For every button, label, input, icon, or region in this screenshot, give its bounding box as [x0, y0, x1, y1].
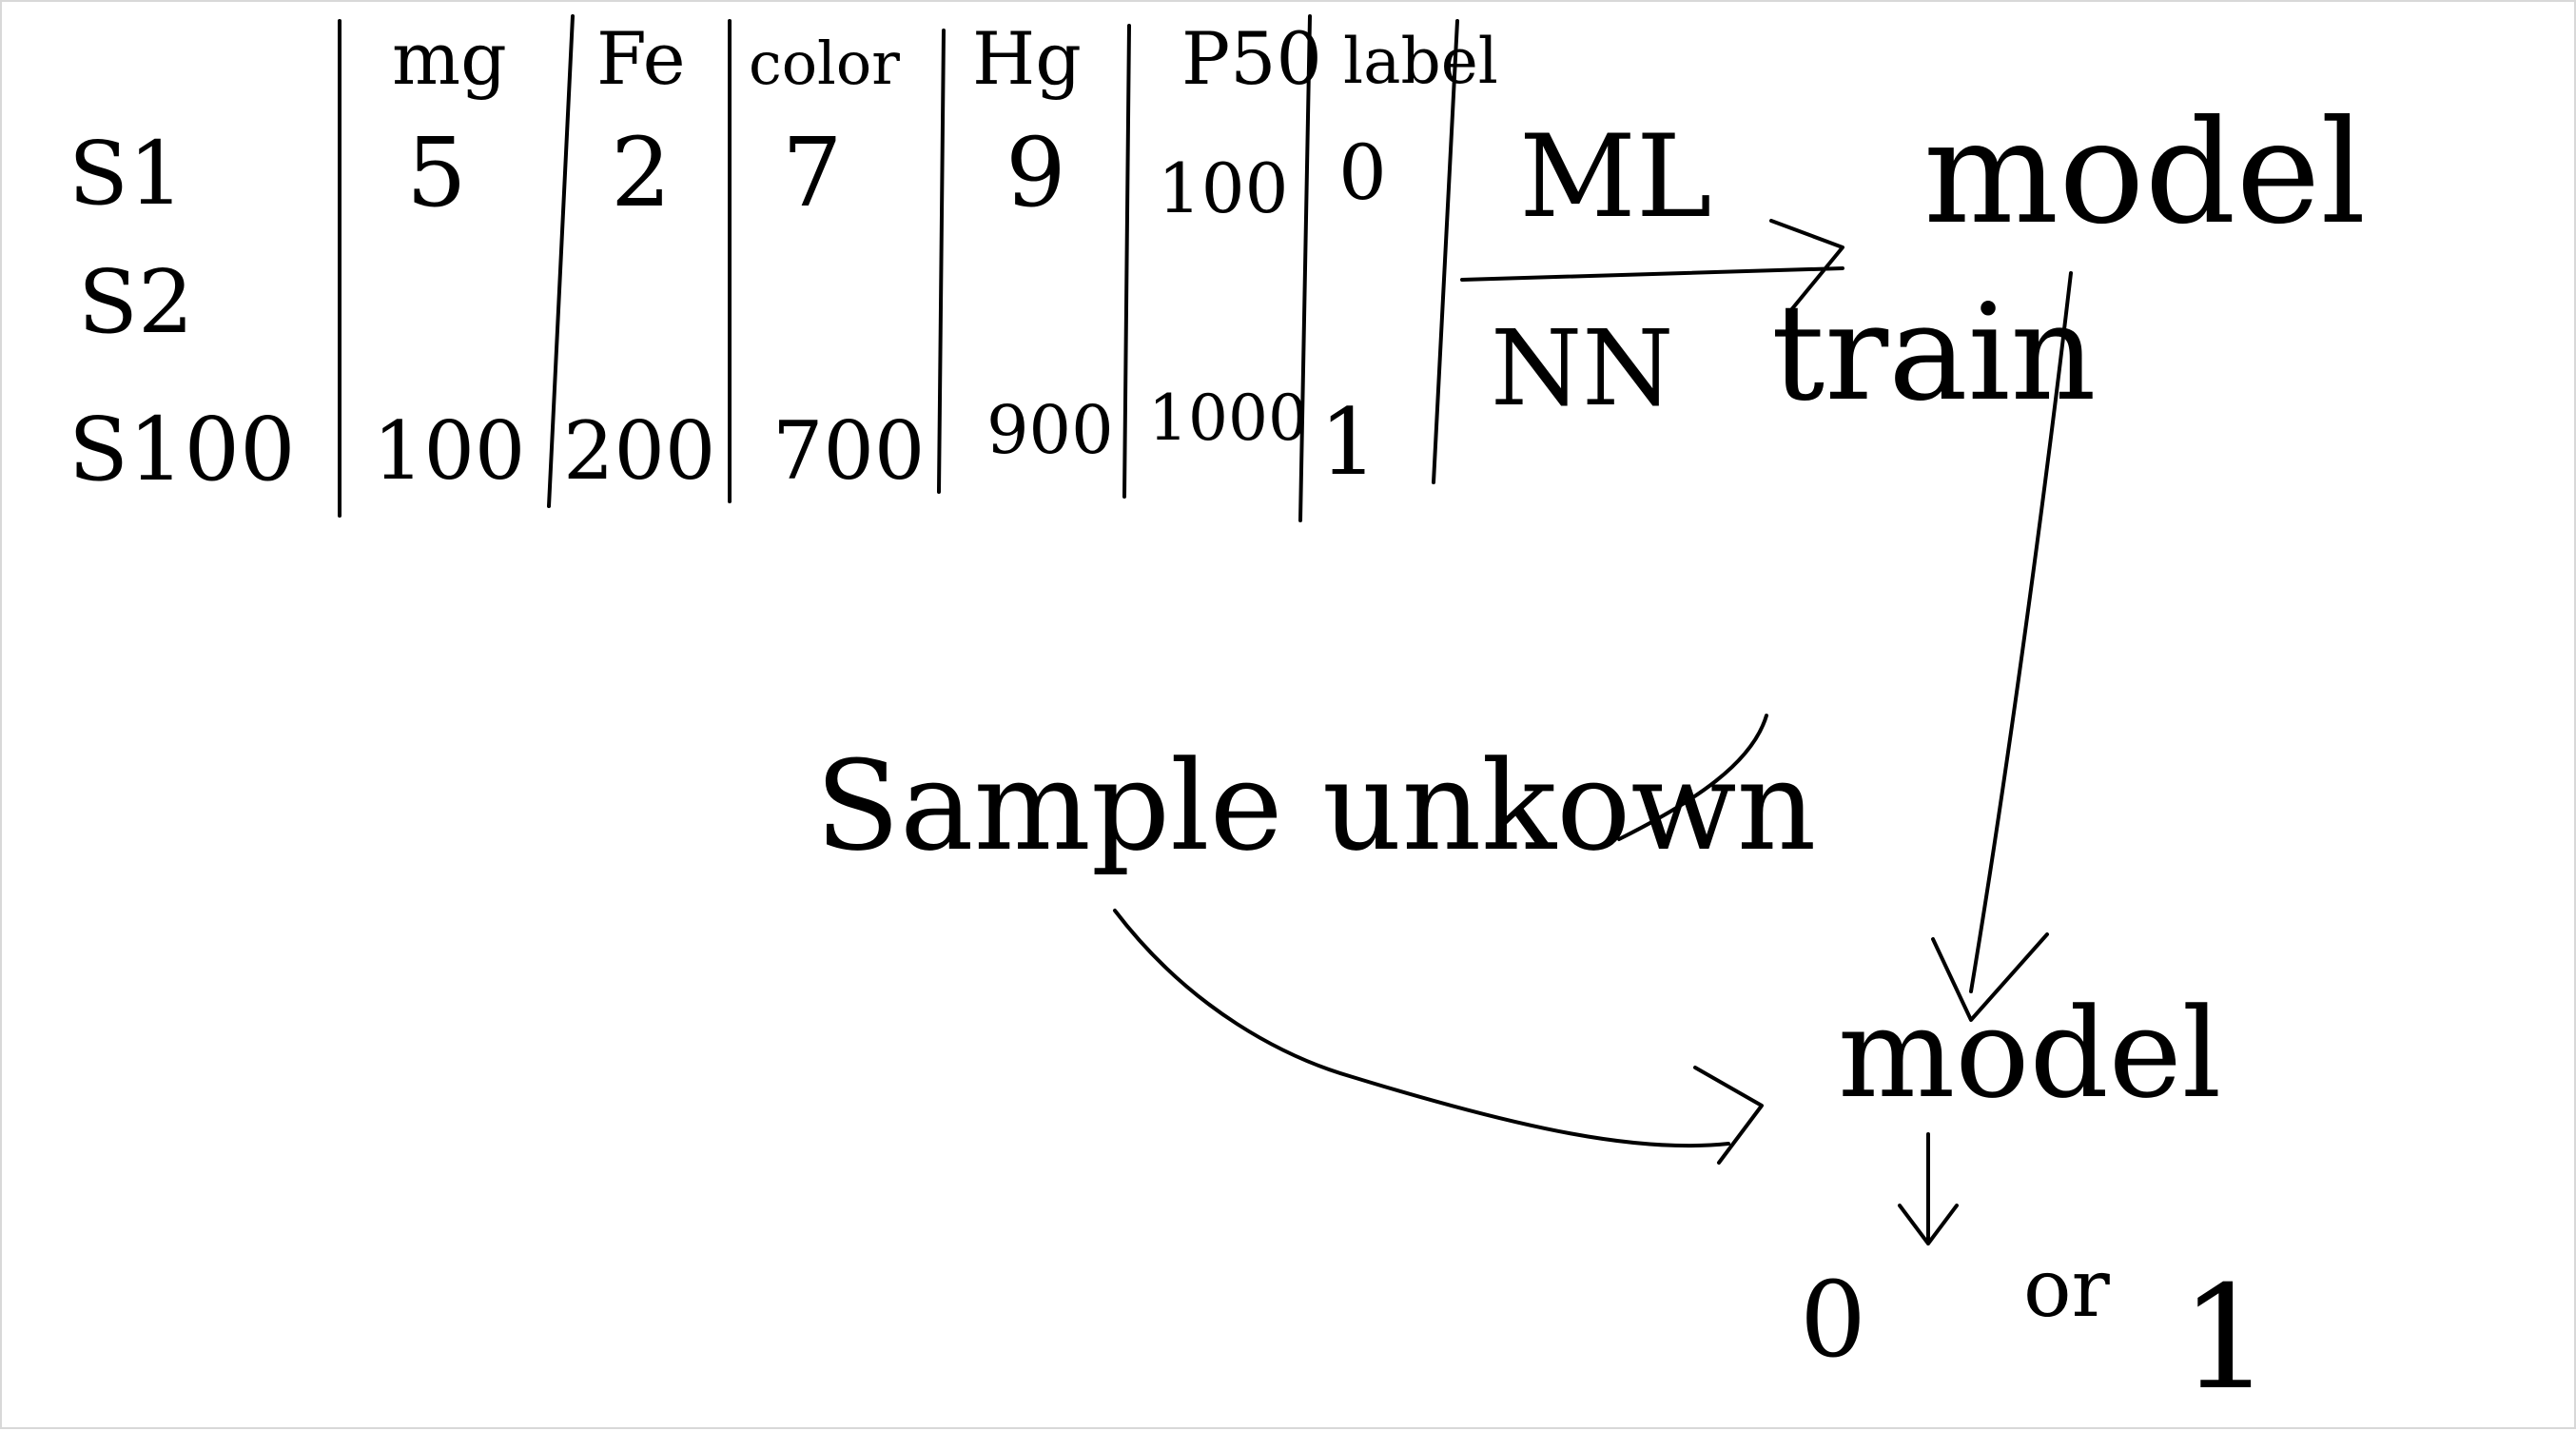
cell-s100-p50: 1000	[1148, 382, 1308, 455]
method-nn: NN	[1491, 307, 1674, 429]
table-header-hg: Hg	[972, 16, 1082, 101]
train-label: train	[1771, 276, 2097, 431]
cell-s1-color: 7	[782, 117, 843, 228]
cell-s1-mg: 5	[406, 117, 467, 228]
table-header-color: color	[749, 29, 900, 98]
row-id-s1: S1	[68, 123, 185, 225]
table-separator-7	[1432, 19, 1459, 484]
row-id-s100: S100	[68, 399, 296, 500]
output-zero: 0	[1800, 1259, 1866, 1381]
table-header-fe: Fe	[596, 16, 686, 101]
cell-s1-p50: 100	[1158, 148, 1289, 228]
cell-s100-color: 700	[772, 404, 926, 498]
row-id-s2: S2	[78, 251, 194, 353]
table-separator-6	[1298, 14, 1312, 522]
table-separator-2	[547, 14, 575, 508]
table-header-label: label	[1343, 25, 1498, 98]
table-separator-4	[937, 29, 946, 494]
cell-s100-mg: 100	[373, 404, 526, 498]
method-ml: ML	[1519, 111, 1712, 244]
arrow-sample-to-model	[1113, 909, 1764, 1165]
table-header-mg: mg	[392, 16, 507, 101]
cell-s100-fe: 200	[563, 404, 716, 498]
arrow-model-to-output	[1898, 1132, 1959, 1245]
cell-s100-hg: 900	[986, 391, 1114, 469]
output-one: 1	[2180, 1256, 2272, 1421]
sample-unknown-label: Sample unkown	[815, 734, 1817, 878]
cell-s100-label: 1	[1319, 389, 1378, 496]
cell-s1-hg: 9	[1005, 117, 1066, 228]
sample-hook-stroke	[1617, 714, 1768, 841]
output-or: or	[2023, 1242, 2110, 1335]
model-bottom-label: model	[1838, 981, 2222, 1126]
table-separator-5	[1122, 24, 1131, 499]
table-header-p50: P50	[1181, 16, 1322, 101]
cell-s1-label: 0	[1338, 128, 1387, 217]
model-top-label: model	[1923, 90, 2367, 256]
arrow-to-model-top	[1460, 219, 1844, 313]
cell-s1-fe: 2	[611, 117, 672, 228]
arrow-train-to-model-bottom	[1931, 271, 2073, 1022]
